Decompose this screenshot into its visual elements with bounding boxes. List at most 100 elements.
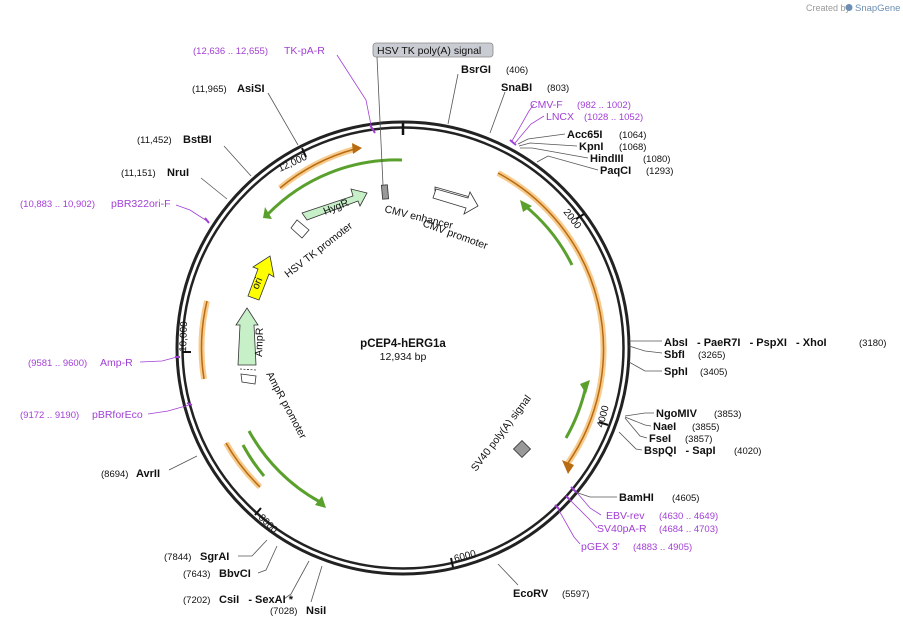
primer-leaders	[139, 54, 602, 545]
enzyme-name: EcoRV	[513, 588, 549, 600]
orf-green-bl-1	[241, 444, 266, 477]
enzyme-name: Acc65I	[567, 129, 602, 141]
ampr-dashed	[239, 368, 257, 371]
enzyme-pos: (7643)	[183, 569, 210, 580]
primer-name: pBR322ori-F	[111, 198, 171, 210]
enzyme-name: AbsI - PaeR7I - PspXI - XhoI	[664, 337, 827, 349]
orf-green-bl-2	[247, 430, 321, 504]
ori-arrow	[247, 255, 275, 301]
primer-pos: (12,636 .. 12,655)	[193, 46, 268, 57]
scale-ticks	[182, 147, 609, 568]
orf-green-top-head	[263, 207, 272, 219]
tick-label-10000: 10,000	[178, 321, 190, 352]
primer-name: LNCX	[546, 111, 574, 123]
snapgene-logo-icon	[845, 4, 853, 11]
enzyme-name: NruI	[167, 167, 189, 179]
enzyme-pos: (406)	[506, 65, 528, 76]
enzyme-pos: (7202)	[183, 595, 210, 606]
cmv-promoter-arrow	[432, 188, 479, 215]
primer-name: Amp-R	[100, 357, 133, 369]
enzyme-pos: (5597)	[562, 589, 589, 600]
enzyme-pos: (1080)	[643, 154, 670, 165]
sv40-polya-box	[512, 439, 532, 459]
enzyme-name: HindIII	[590, 153, 624, 165]
ori-label: ori	[250, 276, 266, 291]
hsv-tk-promoter-arrow	[290, 219, 310, 239]
hsv-tk-polya-box	[380, 184, 390, 200]
primer-pos: (9172 .. 9190)	[20, 410, 79, 421]
enzyme-pos: (7028)	[270, 606, 297, 617]
orf-green-top	[266, 158, 403, 216]
enzyme-pos: (1068)	[619, 142, 646, 153]
primer-pos: (10,883 .. 10,902)	[20, 199, 95, 210]
ampr-arrow	[235, 307, 259, 366]
enzyme-pos: (3853)	[714, 409, 741, 420]
enzyme-pos: (4605)	[672, 493, 699, 504]
snapgene-brand: SnapGene	[855, 3, 900, 14]
enzyme-pos: (803)	[547, 83, 569, 94]
plasmid-name: pCEP4-hERG1a	[360, 338, 446, 350]
primer-name: pGEX 3'	[581, 541, 620, 553]
primer-pos: (4630 .. 4649)	[659, 511, 718, 522]
primer-name: pBRforEco	[92, 409, 143, 421]
ampr-promoter-label: AmpR promoter	[263, 370, 309, 442]
primer-labels: (12,636 .. 12,655) TK-pA-R CMV-F (982 ..…	[20, 45, 718, 553]
orf-green-bl-2-head	[315, 496, 326, 508]
enzyme-name: BbvCI	[219, 568, 251, 580]
primer-name: EBV-rev	[606, 510, 645, 522]
sv40-polya-label: SV40 poly(A) signal	[469, 393, 534, 474]
primer-pos: (982 .. 1002)	[577, 100, 631, 111]
cmv-promoter-label: CMV promoter	[421, 218, 490, 253]
primer-name: CMV-F	[530, 99, 563, 111]
enzyme-pos: (3855)	[692, 422, 719, 433]
created-by-label: Created by	[806, 3, 851, 13]
primer-pos: (4684 .. 4703)	[659, 524, 718, 535]
orf-green-1	[523, 203, 574, 266]
enzyme-pos: (3405)	[700, 367, 727, 378]
enzyme-name: PaqCI	[600, 165, 631, 177]
enzyme-name: FseI	[649, 433, 671, 445]
callout-label: HSV TK poly(A) signal	[377, 45, 481, 57]
enzyme-pos: (4020)	[734, 446, 761, 457]
primer-pos: (9581 .. 9600)	[28, 358, 87, 369]
enzyme-leaders	[168, 73, 663, 603]
orf-bottom-left	[225, 442, 261, 488]
orf-green-1-head	[520, 200, 532, 212]
primer-pos: (4883 .. 4905)	[633, 542, 692, 553]
enzyme-name: NgoMIV	[656, 408, 698, 420]
enzyme-name: BamHI	[619, 492, 654, 504]
enzyme-pos: (7844)	[164, 552, 191, 563]
orf-herg-arrowhead	[562, 460, 574, 474]
enzyme-pos: (1064)	[619, 130, 646, 141]
enzyme-name: SphI	[664, 366, 688, 378]
hygr-label: HygR	[322, 197, 351, 218]
orf-left	[200, 300, 208, 380]
enzyme-name: NsiI	[306, 605, 326, 617]
ampr-label: AmpR	[253, 327, 266, 357]
enzyme-pos: (3180)	[859, 338, 886, 349]
enzyme-name: AvrII	[136, 468, 160, 480]
enzyme-name: KpnI	[579, 141, 603, 153]
enzyme-pos: (11,965)	[192, 84, 227, 95]
enzyme-name: BspQI - SapI	[644, 445, 716, 457]
callout-box	[372, 42, 494, 58]
backbone-outer	[175, 120, 631, 576]
ampr-promoter-arrow	[240, 373, 257, 385]
enzyme-pos: (8694)	[101, 469, 128, 480]
enzyme-name: BstBI	[183, 134, 212, 146]
enzyme-name: BsrGI	[461, 64, 491, 76]
enzyme-pos: (3857)	[685, 434, 712, 445]
orf-top-arrowhead	[352, 143, 362, 154]
orf-green-2-head	[580, 380, 590, 394]
enzyme-pos: (3265)	[698, 350, 725, 361]
orf-top	[279, 148, 356, 189]
enzyme-name: AsiSI	[237, 83, 265, 95]
primer-marks	[175, 124, 577, 510]
enzyme-name: SnaBI	[501, 82, 532, 94]
primer-name: TK-pA-R	[284, 45, 325, 57]
enzyme-name: CsiI - SexAI *	[219, 594, 294, 606]
enzyme-labels: BsrGI (406) SnaBI (803) Acc65I (1064) Kp…	[101, 64, 886, 617]
orf-herg	[497, 172, 605, 464]
enzyme-pos: (11,151)	[121, 168, 156, 179]
